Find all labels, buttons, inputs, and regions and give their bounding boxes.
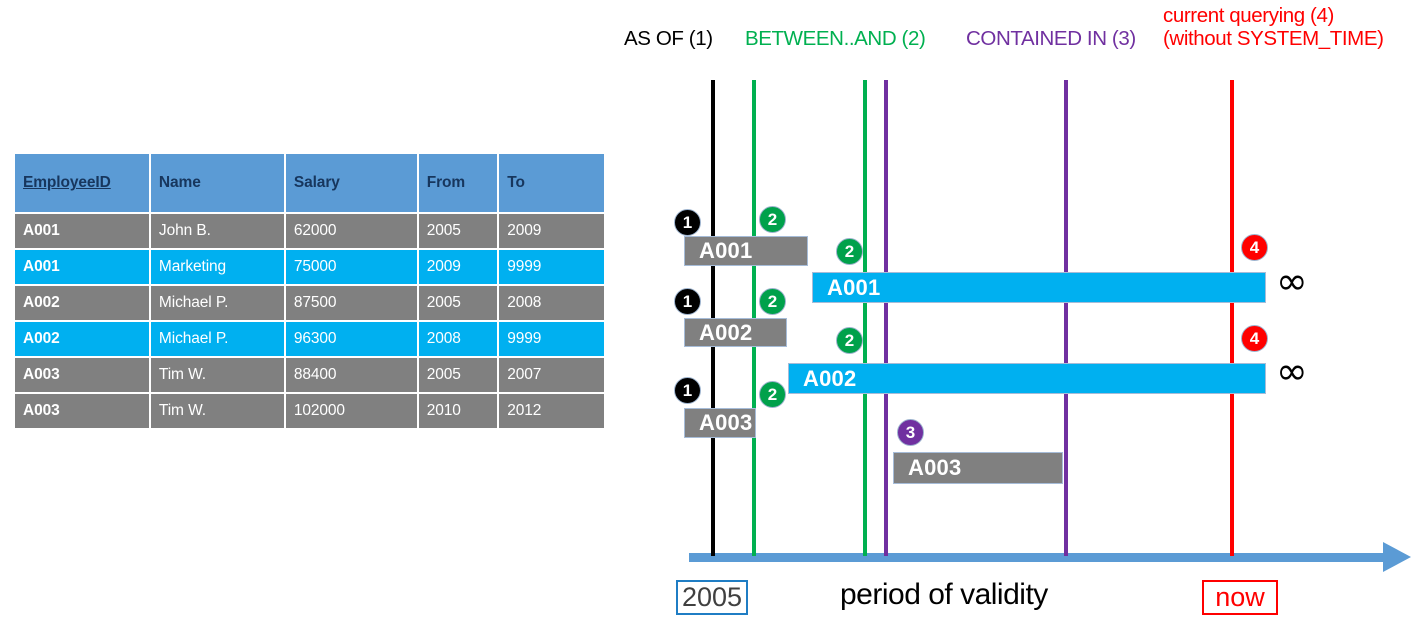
cell-to: 2007	[499, 358, 604, 392]
badge-marker-2: 2	[759, 288, 786, 315]
cell-employeeid: A003	[15, 358, 149, 392]
table-row: A003 Tim W. 102000 2010 2012	[15, 394, 604, 428]
badge-marker-1: 1	[674, 377, 701, 404]
cell-salary: 96300	[285, 322, 417, 356]
cell-salary: 88400	[285, 358, 417, 392]
cell-to: 2012	[499, 394, 604, 428]
timeline-bar-a002-current: A002	[788, 363, 1266, 394]
cell-from: 2005	[418, 286, 498, 320]
cell-employeeid: A003	[15, 394, 149, 428]
column-header-from: From	[418, 154, 498, 212]
employee-table-container: EmployeeID Name Salary From To A001 John…	[13, 152, 606, 430]
badge-marker-4: 4	[1241, 325, 1268, 352]
badge-marker-3: 3	[897, 419, 924, 446]
badge-marker-2: 2	[759, 206, 786, 233]
cell-salary: 102000	[285, 394, 417, 428]
timeline-bar-label: A001	[827, 274, 881, 300]
timeline-bar-label: A002	[699, 319, 753, 345]
cell-employeeid: A002	[15, 322, 149, 356]
cell-from: 2005	[418, 214, 498, 248]
table-row: A003 Tim W. 88400 2005 2007	[15, 358, 604, 392]
cell-name: Tim W.	[150, 394, 284, 428]
cell-from: 2008	[418, 322, 498, 356]
legend-contained-in: CONTAINED IN (3)	[966, 27, 1136, 50]
cell-salary: 75000	[285, 250, 417, 284]
badge-marker-2: 2	[836, 238, 863, 265]
badge-marker-2: 2	[836, 327, 863, 354]
cell-name: Tim W.	[150, 358, 284, 392]
axis-end-label: now	[1202, 580, 1278, 615]
vline-between-end	[863, 80, 867, 556]
badge-marker-4: 4	[1241, 234, 1268, 261]
cell-from: 2009	[418, 250, 498, 284]
table-row: A001 John B. 62000 2005 2009	[15, 214, 604, 248]
cell-to: 9999	[499, 322, 604, 356]
legend-between-and: BETWEEN..AND (2)	[745, 27, 926, 50]
cell-employeeid: A002	[15, 286, 149, 320]
timeline-bar-a003-historical: A003	[684, 408, 756, 438]
column-header-employeeid: EmployeeID	[15, 154, 149, 212]
timeline-axis	[689, 553, 1389, 562]
legend-current-line1: current querying (4)	[1163, 4, 1334, 27]
cell-salary: 62000	[285, 214, 417, 248]
axis-tick-contained-start	[884, 533, 888, 556]
cell-name: Michael P.	[150, 322, 284, 356]
table-row: A001 Marketing 75000 2009 9999	[15, 250, 604, 284]
table-row: A002 Michael P. 96300 2008 9999	[15, 322, 604, 356]
timeline-bar-a001-current: A001	[812, 272, 1266, 303]
employee-table: EmployeeID Name Salary From To A001 John…	[13, 152, 606, 430]
timeline-bar-label: A003	[908, 455, 962, 480]
timeline-bar-a003-second: A003	[893, 452, 1063, 484]
vline-now	[1230, 80, 1234, 556]
timeline-bar-label: A003	[699, 410, 753, 435]
axis-tick-between-start	[752, 533, 756, 556]
badge-marker-1: 1	[674, 209, 701, 236]
axis-center-label: period of validity	[840, 578, 1048, 611]
timeline-bar-label: A001	[699, 238, 753, 263]
timeline-axis-arrow-icon	[1383, 542, 1411, 572]
column-header-to: To	[499, 154, 604, 212]
cell-from: 2010	[418, 394, 498, 428]
legend-as-of: AS OF (1)	[624, 27, 713, 50]
table-row: A002 Michael P. 87500 2005 2008	[15, 286, 604, 320]
table-body: A001 John B. 62000 2005 2009 A001 Market…	[15, 214, 604, 428]
cell-name: John B.	[150, 214, 284, 248]
column-header-employeeid-label: EmployeeID	[23, 174, 111, 191]
cell-to: 2008	[499, 286, 604, 320]
infinity-symbol: ∞	[1276, 259, 1308, 303]
cell-employeeid: A001	[15, 250, 149, 284]
badge-marker-1: 1	[674, 288, 701, 315]
axis-start-label: 2005	[676, 580, 748, 615]
axis-tick-now	[1230, 533, 1234, 556]
cell-employeeid: A001	[15, 214, 149, 248]
badge-marker-2: 2	[759, 381, 786, 408]
legend-current-querying: current querying (4) (without SYSTEM_TIM…	[1163, 4, 1384, 51]
cell-salary: 87500	[285, 286, 417, 320]
legend-current-line2: (without SYSTEM_TIME)	[1163, 27, 1384, 51]
table-header: EmployeeID Name Salary From To	[15, 154, 604, 212]
timeline-bar-label: A002	[803, 365, 857, 391]
cell-to: 2009	[499, 214, 604, 248]
cell-to: 9999	[499, 250, 604, 284]
axis-tick-between-end	[863, 533, 867, 556]
column-header-name: Name	[150, 154, 284, 212]
cell-from: 2005	[418, 358, 498, 392]
vline-contained-start	[884, 80, 888, 556]
timeline-bar-a002-historical: A002	[684, 318, 787, 347]
axis-tick-as-of	[711, 533, 715, 556]
timeline-bar-a001-historical: A001	[684, 236, 808, 266]
column-header-salary: Salary	[285, 154, 417, 212]
table-header-row: EmployeeID Name Salary From To	[15, 154, 604, 212]
axis-tick-contained-end	[1064, 533, 1068, 556]
cell-name: Michael P.	[150, 286, 284, 320]
cell-name: Marketing	[150, 250, 284, 284]
infinity-symbol: ∞	[1276, 349, 1308, 393]
vline-contained-end	[1064, 80, 1068, 556]
